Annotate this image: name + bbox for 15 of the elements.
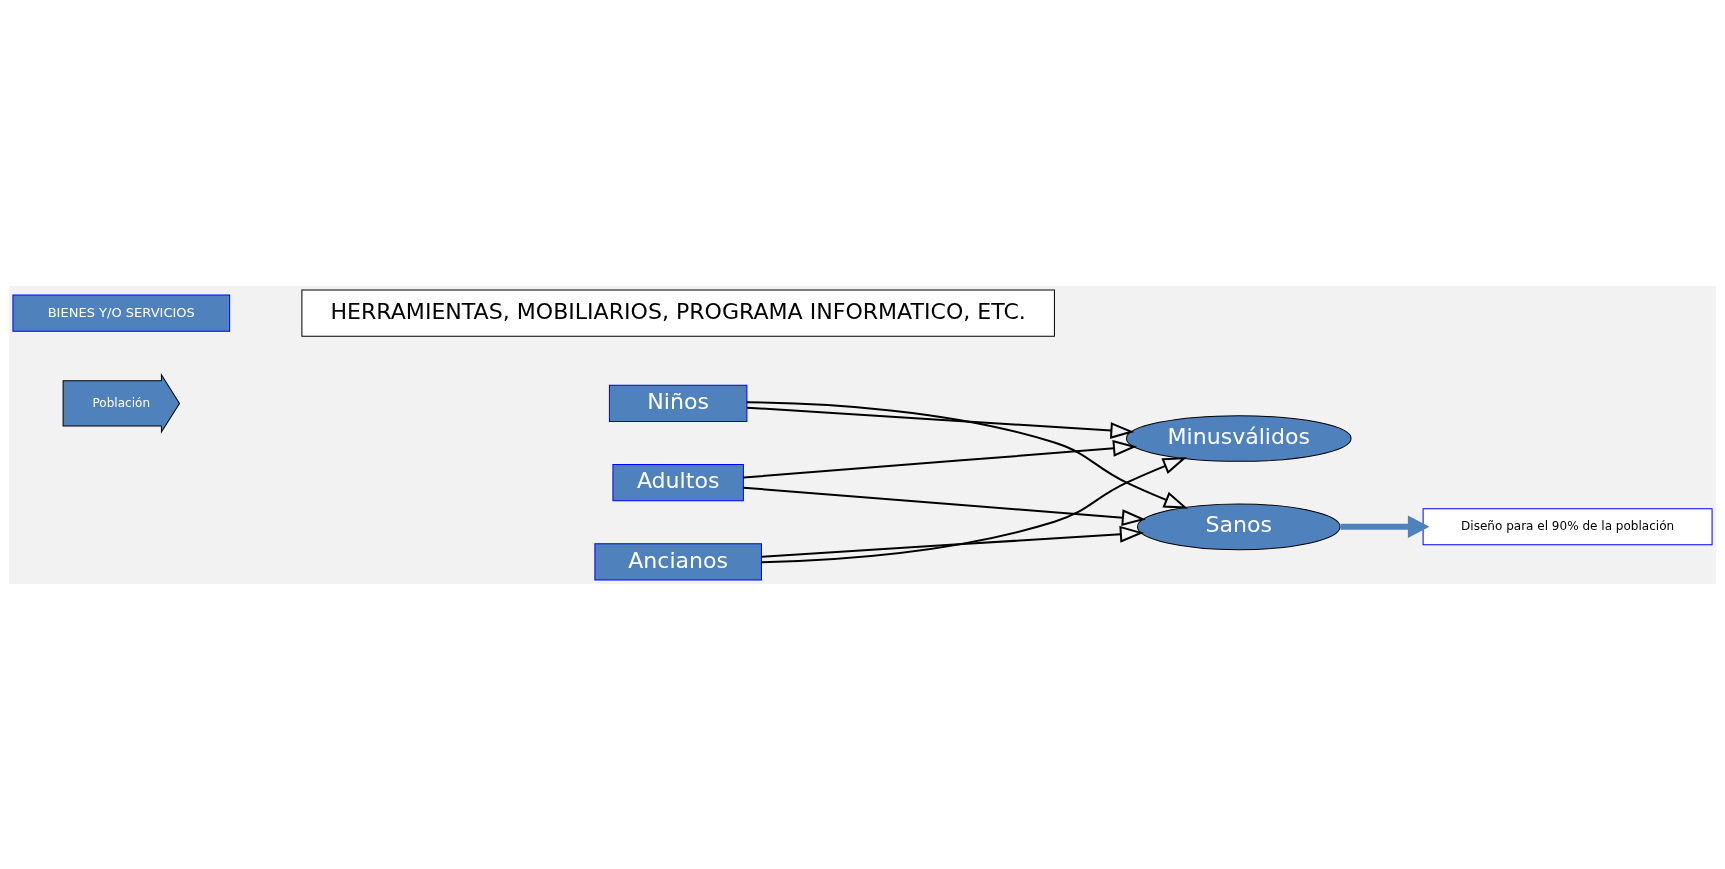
node-box: Niños — [608, 384, 748, 422]
node-box: HERRAMIENTAS, MOBILIARIOS, PROGRAMA INFORMATICO, ETC. — [301, 289, 1055, 337]
node-box: Adultos — [612, 463, 744, 501]
arrow — [761, 525, 1144, 558]
arrow — [743, 486, 1146, 526]
arrow — [761, 456, 1187, 563]
node-box: Ancianos — [594, 542, 762, 580]
node-ellipse: Sanos — [1136, 502, 1341, 550]
arrow — [743, 439, 1138, 479]
arrow — [747, 406, 1135, 439]
node-box: Diseño para el 90% de la población — [1422, 507, 1713, 545]
arrow — [746, 400, 1188, 509]
arrow — [1340, 515, 1430, 538]
node-ellipse: Minusválidos — [1125, 414, 1352, 462]
node-box: BIENES Y/O SERVICIOS — [12, 294, 231, 332]
